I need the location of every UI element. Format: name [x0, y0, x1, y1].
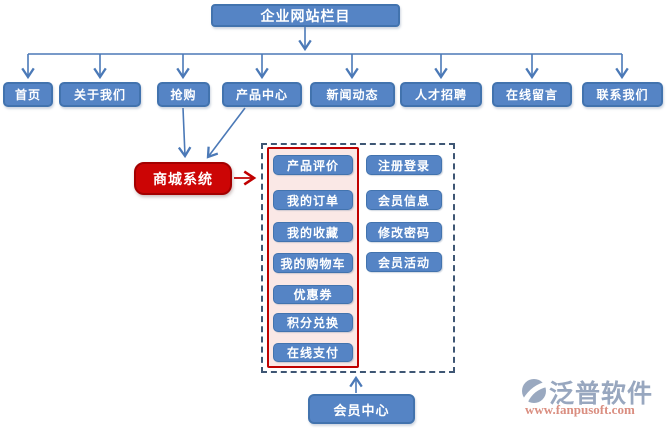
panel-item-online-payment: 在线支付 — [273, 343, 353, 362]
nav-item-flash-sale: 抢购 — [157, 82, 210, 107]
panel-item-change-password: 修改密码 — [366, 222, 442, 242]
watermark: 泛普软件 www.fanpusoft.com — [521, 376, 661, 420]
panel-item-member-info: 会员信息 — [366, 190, 442, 210]
watermark-brand: 泛普软件 — [549, 380, 654, 408]
fanpu-logo-icon — [522, 379, 547, 403]
nav-item-home: 首页 — [3, 82, 53, 107]
watermark-url: www.fanpusoft.com — [525, 402, 635, 417]
nav-item-about-us: 关于我们 — [59, 82, 141, 107]
connector-product-center-to-mall — [206, 107, 246, 159]
panel-item-my-cart: 我的购物车 — [273, 253, 353, 273]
nav-item-contact-us: 联系我们 — [582, 82, 663, 107]
panel-item-register-login: 注册登录 — [366, 155, 442, 175]
connector-flash-sale-to-mall — [177, 107, 192, 159]
nav-item-recruitment: 人才招聘 — [400, 82, 482, 107]
panel-item-my-favorites: 我的收藏 — [273, 222, 353, 242]
panel-item-member-activity: 会员活动 — [366, 252, 442, 272]
mall-system-node: 商城系统 — [134, 162, 232, 195]
panel-item-product-review: 产品评价 — [273, 155, 353, 175]
panel-item-coupons: 优惠券 — [273, 285, 353, 304]
panel-item-my-orders: 我的订单 — [273, 190, 353, 210]
nav-item-product-center: 产品中心 — [222, 82, 302, 107]
nav-item-news: 新闻动态 — [310, 82, 395, 107]
root-node-site-columns: 企业网站栏目 — [211, 4, 400, 27]
panel-item-points-exchange: 积分兑换 — [273, 313, 353, 332]
member-center-node: 会员中心 — [308, 394, 415, 424]
nav-item-online-message: 在线留言 — [492, 82, 572, 107]
